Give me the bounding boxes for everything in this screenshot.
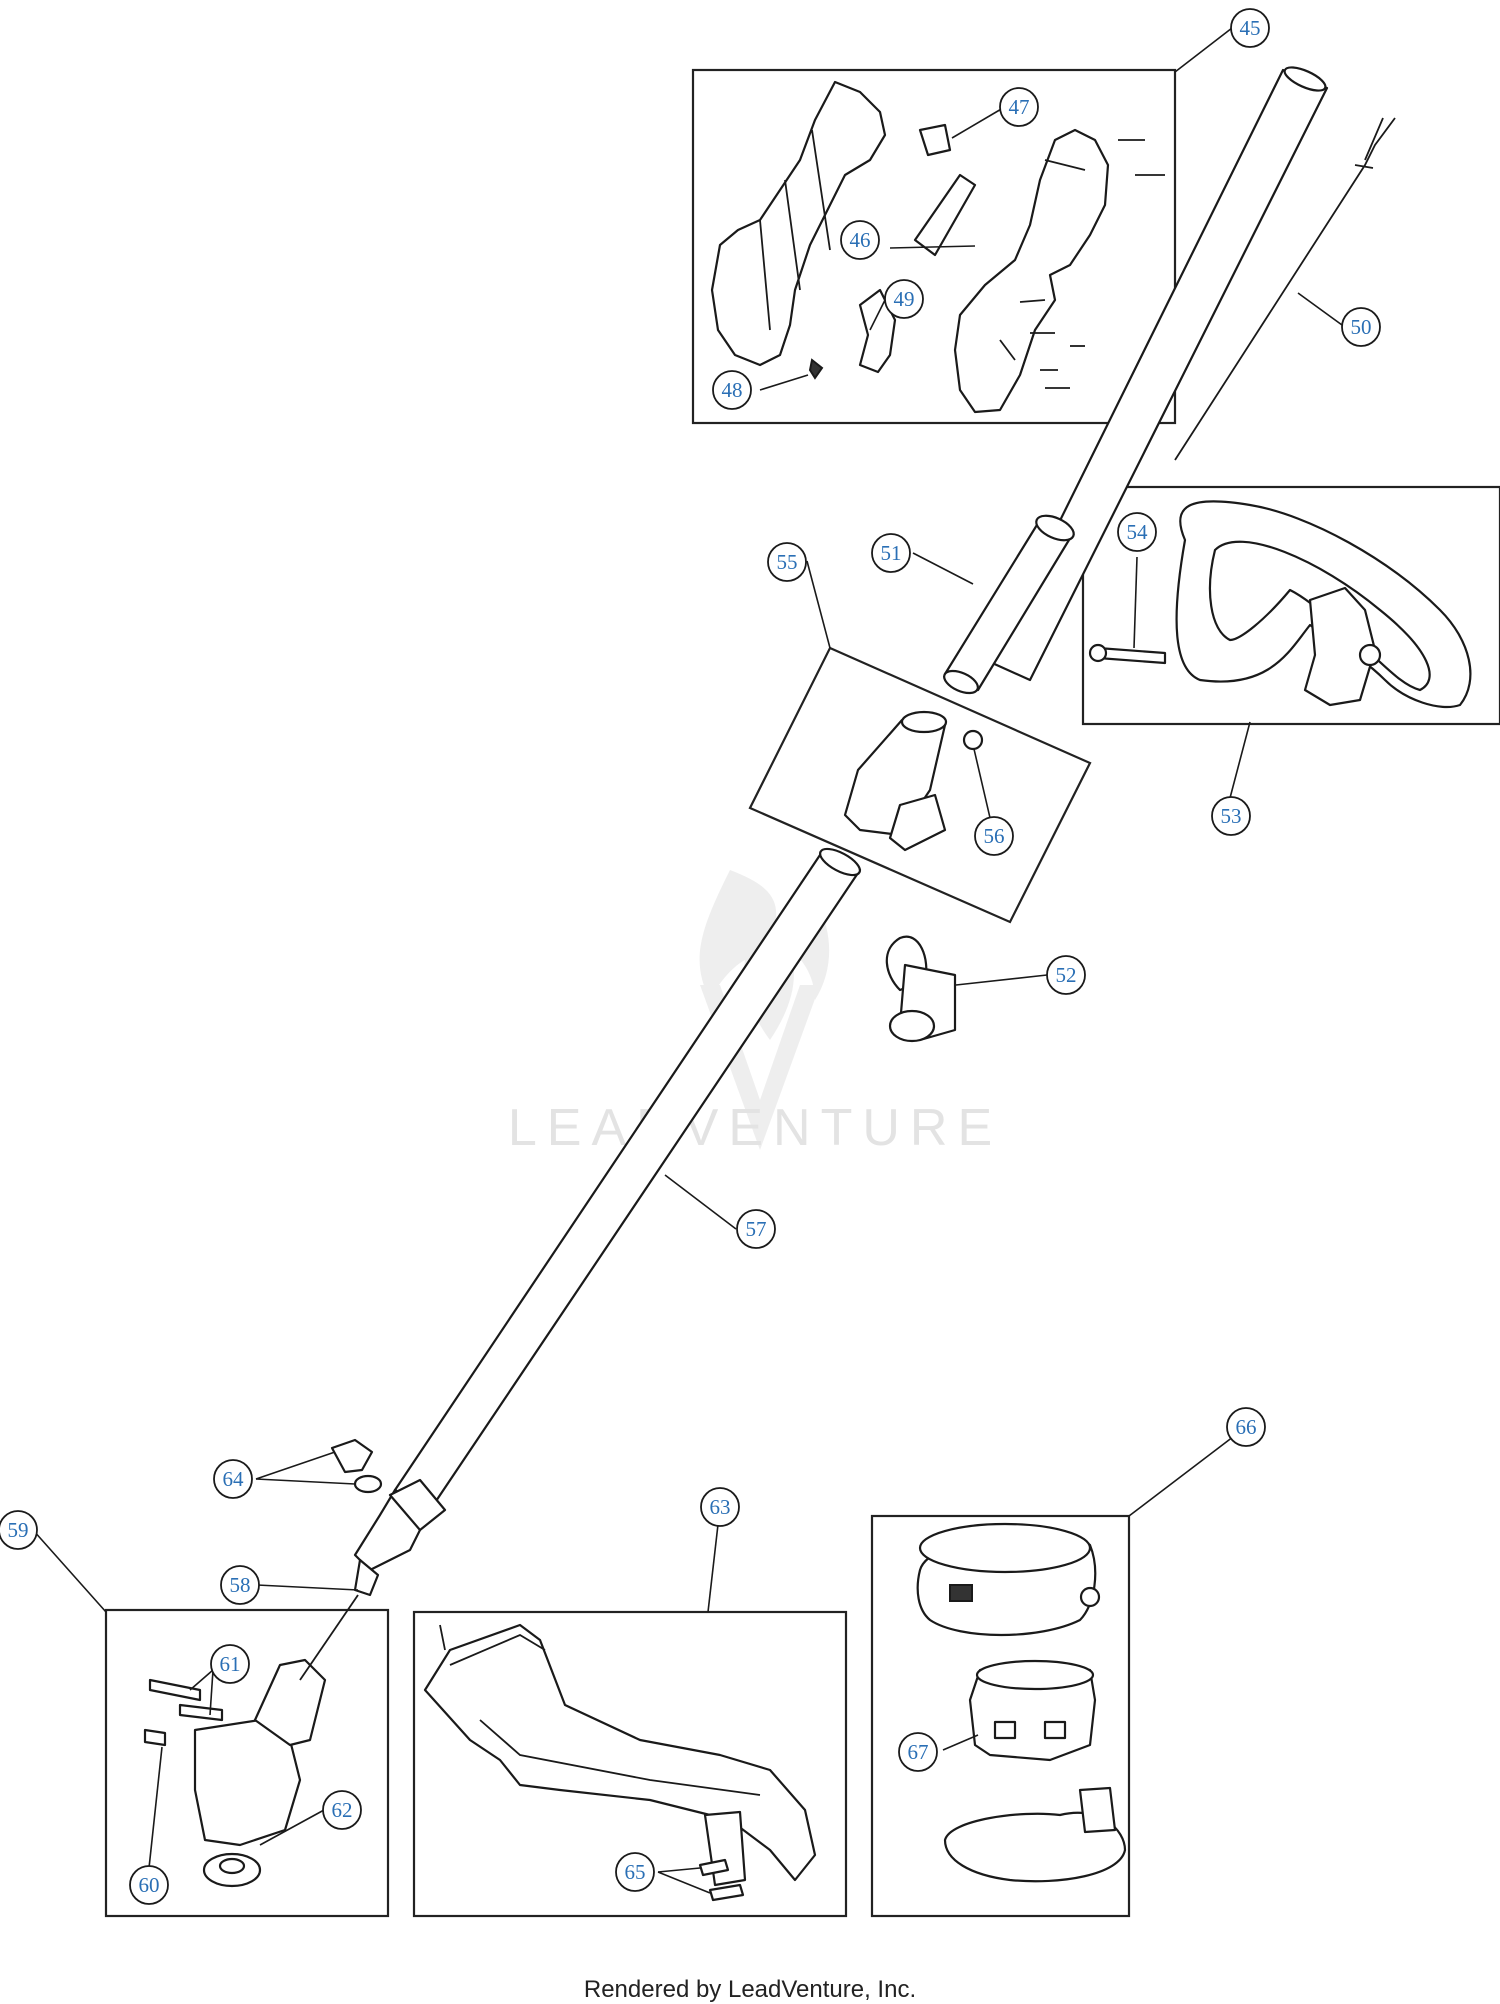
svg-text:65: 65 xyxy=(625,1860,646,1884)
callout-56[interactable]: 56 xyxy=(974,816,1014,856)
coupler-knob xyxy=(888,793,947,852)
callout-55[interactable]: 55 xyxy=(767,542,807,582)
part-gearbox xyxy=(143,1594,359,1888)
box-trimmer-head xyxy=(870,1514,1131,1918)
box-handle-housing xyxy=(691,68,1177,425)
svg-text:66: 66 xyxy=(1236,1415,1257,1439)
svg-text:52: 52 xyxy=(1056,963,1077,987)
housing-left-half xyxy=(710,80,887,367)
guard-screw-2 xyxy=(708,1883,745,1902)
guard-shield xyxy=(423,1623,817,1882)
callout-62[interactable]: 62 xyxy=(322,1790,362,1830)
coupler-screw xyxy=(962,729,984,751)
svg-text:48: 48 xyxy=(722,378,743,402)
svg-text:60: 60 xyxy=(139,1873,160,1897)
part-coupler xyxy=(843,710,984,852)
part-wing-nut xyxy=(330,1438,383,1494)
box-assist-handle xyxy=(1081,485,1500,726)
spring-48 xyxy=(808,358,824,380)
svg-text:49: 49 xyxy=(894,287,915,311)
svg-text:51: 51 xyxy=(881,541,902,565)
svg-text:56: 56 xyxy=(984,824,1005,848)
drive-shaft-end xyxy=(353,1558,380,1597)
switch-body xyxy=(918,123,952,157)
box-coupler xyxy=(748,646,1092,924)
callout-67[interactable]: 67 xyxy=(898,1732,938,1772)
svg-text:50: 50 xyxy=(1351,315,1372,339)
gearbox-bolt-1 xyxy=(148,1678,202,1702)
svg-text:47: 47 xyxy=(1009,95,1030,119)
callout-47[interactable]: 47 xyxy=(999,87,1039,127)
guard-screw-1 xyxy=(698,1858,730,1877)
gearbox-neck xyxy=(253,1658,327,1747)
svg-text:67: 67 xyxy=(908,1740,929,1764)
svg-text:58: 58 xyxy=(230,1573,251,1597)
shaft-clamp xyxy=(388,1478,447,1532)
watermark-text: LEADVENTURE xyxy=(508,1099,1002,1157)
part-assist-handle xyxy=(1088,500,1472,709)
callout-63[interactable]: 63 xyxy=(700,1487,740,1527)
callout-54[interactable]: 54 xyxy=(1117,512,1157,552)
svg-text:46: 46 xyxy=(850,228,871,252)
svg-text:61: 61 xyxy=(220,1652,241,1676)
callout-50[interactable]: 50 xyxy=(1341,307,1381,347)
callout-49[interactable]: 49 xyxy=(884,279,924,319)
leader-lines xyxy=(32,27,1343,1894)
part-guard xyxy=(423,1623,817,1902)
svg-text:63: 63 xyxy=(710,1495,731,1519)
callout-48[interactable]: 48 xyxy=(712,370,752,410)
part-lower-shaft xyxy=(353,847,862,1597)
callout-46[interactable]: 46 xyxy=(840,220,880,260)
box-guard xyxy=(412,1610,848,1918)
handle-bolt xyxy=(1096,646,1167,665)
head-eyelet xyxy=(949,1584,973,1602)
trigger-lockout xyxy=(913,173,977,257)
callout-58[interactable]: 58 xyxy=(220,1565,260,1605)
svg-text:64: 64 xyxy=(223,1467,245,1491)
footer-credit: Rendered by LeadVenture, Inc. xyxy=(583,1976,917,2003)
svg-text:59: 59 xyxy=(8,1518,29,1542)
callout-66[interactable]: 66 xyxy=(1226,1407,1266,1447)
callout-59[interactable]: 59 xyxy=(0,1510,38,1550)
housing-screws xyxy=(1019,139,1165,389)
svg-text:54: 54 xyxy=(1127,520,1149,544)
assist-handle-clamp xyxy=(1303,586,1377,707)
callout-51[interactable]: 51 xyxy=(871,533,911,573)
svg-text:62: 62 xyxy=(332,1798,353,1822)
callout-65[interactable]: 65 xyxy=(615,1852,655,1892)
svg-text:53: 53 xyxy=(1221,804,1242,828)
callout-57[interactable]: 57 xyxy=(736,1209,776,1249)
box-gearbox xyxy=(104,1608,390,1918)
callout-60[interactable]: 60 xyxy=(129,1865,169,1905)
callout-53[interactable]: 53 xyxy=(1211,796,1251,836)
callout-64[interactable]: 64 xyxy=(213,1459,253,1499)
part-upper-shaft xyxy=(943,66,1329,695)
housing-right-half xyxy=(953,128,1110,414)
part-hanger xyxy=(885,935,957,1043)
svg-text:55: 55 xyxy=(777,550,798,574)
svg-text:45: 45 xyxy=(1240,16,1261,40)
coupler-body xyxy=(843,718,947,837)
gearbox-bolt-3 xyxy=(143,1728,167,1747)
gearbox-bolt-2 xyxy=(178,1703,224,1722)
throttle-cable xyxy=(1174,117,1396,461)
part-trimmer-head xyxy=(916,1522,1127,1883)
part-handle-housing xyxy=(710,80,1165,414)
callouts: 45 46 47 48 49 50 51 52 53 54 55 56 57 5… xyxy=(0,8,1381,1905)
callout-52[interactable]: 52 xyxy=(1046,955,1086,995)
throttle-trigger xyxy=(858,288,897,374)
callout-61[interactable]: 61 xyxy=(210,1644,250,1684)
callout-45[interactable]: 45 xyxy=(1230,8,1270,48)
head-base xyxy=(943,1811,1127,1883)
svg-text:57: 57 xyxy=(746,1217,767,1241)
